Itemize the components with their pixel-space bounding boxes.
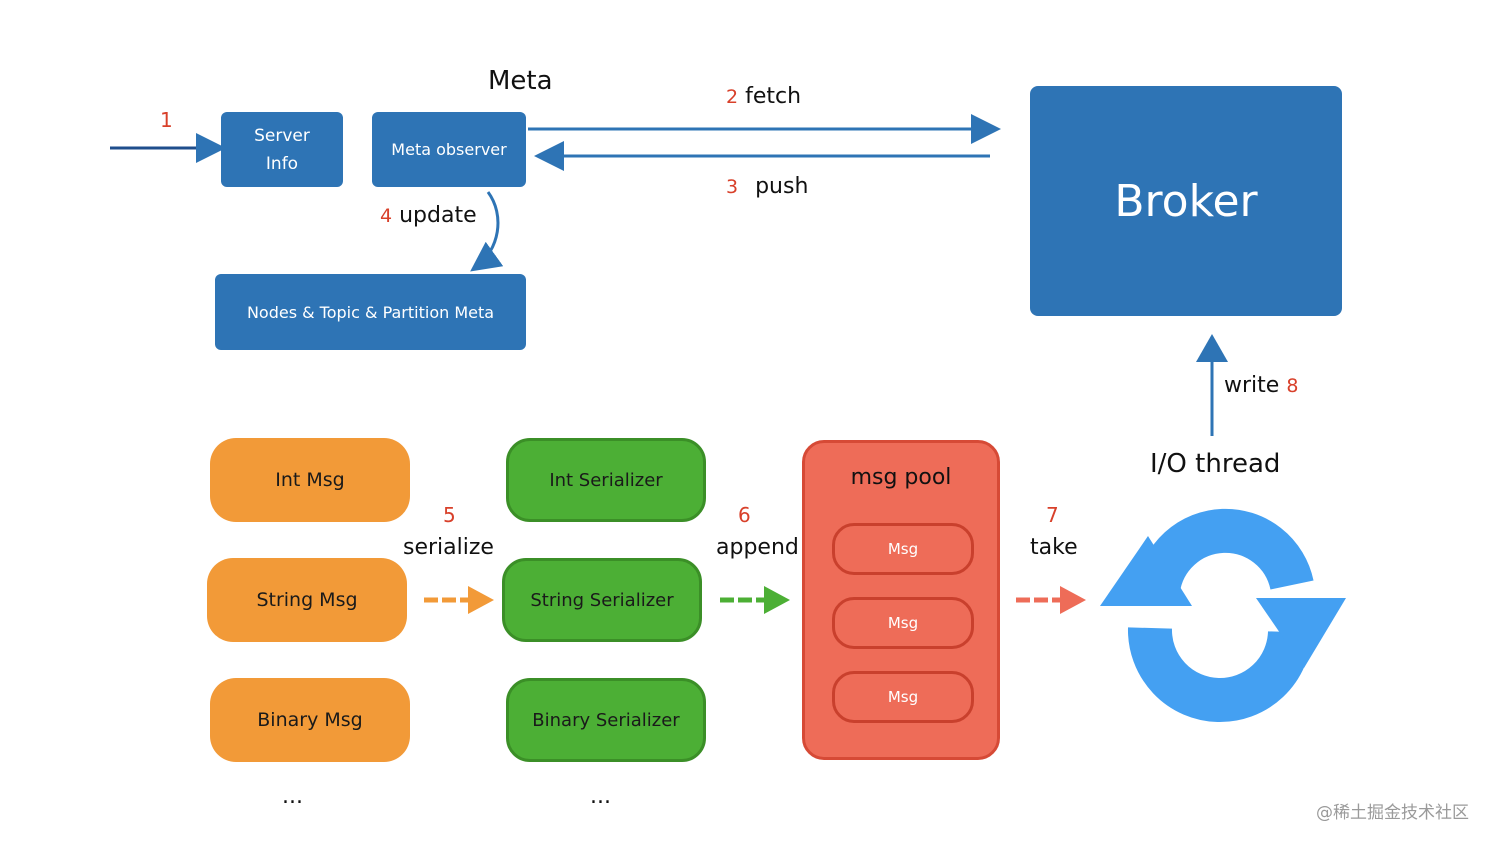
binary-serializer-label: Binary Serializer <box>532 709 680 731</box>
meta-observer-label: Meta observer <box>391 140 507 159</box>
cycle-icon <box>1127 508 1314 722</box>
int-serializer-box: Int Serializer <box>506 438 706 522</box>
int-msg-box: Int Msg <box>210 438 410 522</box>
pool-msg-1-label: Msg <box>887 540 919 558</box>
pool-msg-3: Msg <box>832 671 974 723</box>
broker-label: Broker <box>1114 175 1258 227</box>
broker-box: Broker <box>1030 86 1342 316</box>
nodes-meta-label: Nodes & Topic & Partition Meta <box>246 302 495 322</box>
update-arrow <box>470 191 504 272</box>
fetch-text: fetch <box>745 84 802 109</box>
append-label: append <box>716 535 799 560</box>
pool-msg-1: Msg <box>832 523 974 575</box>
take-number: 7 <box>1046 503 1059 527</box>
fetch-number: 2 <box>726 86 739 108</box>
update-text: update <box>399 203 477 228</box>
binary-msg-label: Binary Msg <box>257 709 363 731</box>
string-msg-box: String Msg <box>207 558 407 642</box>
nodes-meta-box: Nodes & Topic & Partition Meta <box>215 274 526 350</box>
take-label: take <box>1030 535 1078 560</box>
binary-msg-box: Binary Msg <box>210 678 410 762</box>
messages-ellipsis: ... <box>282 784 303 809</box>
fetch-label: 2 fetch <box>726 84 801 109</box>
server-info-line1: Server <box>254 125 310 146</box>
meta-observer-box: Meta observer <box>372 112 526 187</box>
update-number: 4 <box>380 205 393 227</box>
push-text: push <box>755 174 809 199</box>
write-label: write 8 <box>1224 373 1298 398</box>
step-1-number: 1 <box>160 108 173 132</box>
io-thread-label: I/O thread <box>1150 449 1281 479</box>
push-number: 3 <box>726 176 739 198</box>
msg-pool-title: msg pool <box>850 465 952 490</box>
int-serializer-label: Int Serializer <box>549 469 663 491</box>
pool-msg-2: Msg <box>832 597 974 649</box>
int-msg-label: Int Msg <box>275 469 345 491</box>
server-info-line2: Info <box>265 153 299 174</box>
binary-serializer-box: Binary Serializer <box>506 678 706 762</box>
string-serializer-box: String Serializer <box>502 558 702 642</box>
update-label: 4 update <box>380 203 477 228</box>
cycle-arrowhead-left <box>1100 536 1192 606</box>
write-number: 8 <box>1286 375 1299 397</box>
serializers-ellipsis: ... <box>590 784 611 809</box>
string-msg-label: String Msg <box>256 589 358 611</box>
pool-msg-3-label: Msg <box>887 688 919 706</box>
meta-title: Meta <box>488 66 553 96</box>
write-arrowhead <box>1196 334 1228 362</box>
serialize-number: 5 <box>443 503 456 527</box>
serialize-label: serialize <box>403 535 494 560</box>
append-arrowhead <box>764 586 790 614</box>
take-arrowhead <box>1060 586 1086 614</box>
msg-pool-box: msg pool Msg Msg Msg <box>802 440 1000 760</box>
pool-msg-2-label: Msg <box>887 614 919 632</box>
cycle-arrowhead-right <box>1256 598 1346 668</box>
serialize-arrowhead <box>468 586 494 614</box>
watermark: @稀土掘金技术社区 <box>1316 803 1469 823</box>
server-info-box: Server Info <box>221 112 343 187</box>
push-label: 3 push <box>726 174 808 199</box>
string-serializer-label: String Serializer <box>530 589 674 611</box>
append-number: 6 <box>738 503 751 527</box>
write-text: write <box>1224 373 1280 398</box>
